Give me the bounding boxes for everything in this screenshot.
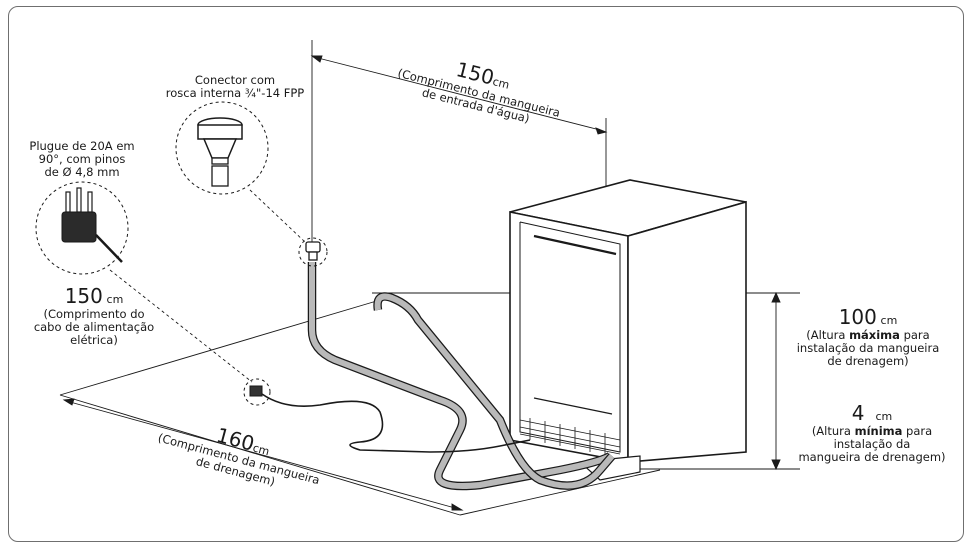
min-height-line1: (Altura mínima para — [782, 424, 962, 438]
connector-label-line1: Conector com — [194, 73, 276, 87]
min-height-line1-bold: mínima — [854, 424, 903, 438]
arrowhead — [771, 291, 781, 303]
min-height-value: 4 — [851, 401, 865, 425]
dishwasher-side — [627, 200, 747, 463]
plug-detail — [35, 181, 129, 275]
connector-label-line2: rosca interna ¾"-14 FPP — [165, 86, 305, 101]
connector-detail — [175, 101, 269, 195]
min-height-label: 4 cm (Altura mínima para instalação da m… — [782, 402, 962, 465]
arrowhead — [310, 55, 323, 63]
max-height-line3: de drenagem) — [827, 354, 909, 369]
arrowhead — [595, 127, 608, 135]
plug-label-line3: de Ø 4,8 mm — [44, 165, 120, 180]
power-cable-label: 150 cm (Comprimento do cabo de alimentaç… — [14, 285, 174, 348]
min-height-line1-post: para — [902, 424, 933, 438]
plug-label: Plugue de 20A em 90°, com pinos de Ø 4,8… — [22, 139, 142, 180]
power-cable-unit: cm — [106, 293, 124, 306]
max-height-line2: instalação da mangueira — [796, 341, 940, 356]
power-cable-line2: cabo de alimentação — [33, 320, 155, 335]
min-height-unit: cm — [875, 410, 893, 423]
max-height-line1-bold: máxima — [849, 328, 900, 342]
inlet-connector — [298, 237, 328, 267]
max-height-line1-post: para — [899, 328, 930, 342]
dishwasher — [509, 179, 747, 481]
drain-dimension-line — [69, 401, 456, 509]
diagram-frame — [8, 6, 964, 542]
leader-lines — [109, 189, 306, 383]
max-height-label: 100 cm (Altura máxima para instalação da… — [778, 306, 958, 369]
drain-hose — [373, 292, 616, 490]
arrowhead — [771, 459, 781, 471]
dishwasher-vent-grille — [519, 418, 621, 455]
power-cable-value: 150 — [64, 284, 103, 308]
inlet-hose — [307, 262, 613, 491]
floor-plane — [59, 299, 661, 516]
inlet-dimension-line — [317, 57, 601, 131]
power-cable-line1: (Comprimento do — [43, 307, 145, 321]
plug-label-line1: Plugue de 20A em — [29, 139, 135, 153]
connector-label: Conector com rosca interna ¾"-14 FPP — [150, 73, 320, 101]
max-height-line1: (Altura máxima para — [778, 328, 958, 342]
dishwasher-front — [509, 211, 629, 463]
power-cable — [261, 393, 531, 453]
arrowhead — [62, 398, 75, 406]
min-height-line1-pre: (Altura — [811, 424, 855, 438]
max-height-unit: cm — [880, 314, 898, 327]
max-height-line1-pre: (Altura — [806, 328, 850, 342]
power-cable-line3: elétrica) — [70, 333, 118, 348]
plug-label-line2: 90°, com pinos — [38, 152, 126, 167]
plug-on-floor — [243, 378, 271, 406]
max-height-value: 100 — [838, 305, 877, 329]
min-height-line2: instalação da — [833, 437, 911, 452]
arrowhead — [451, 503, 464, 511]
min-height-line3: mangueira de drenagem) — [798, 450, 946, 465]
